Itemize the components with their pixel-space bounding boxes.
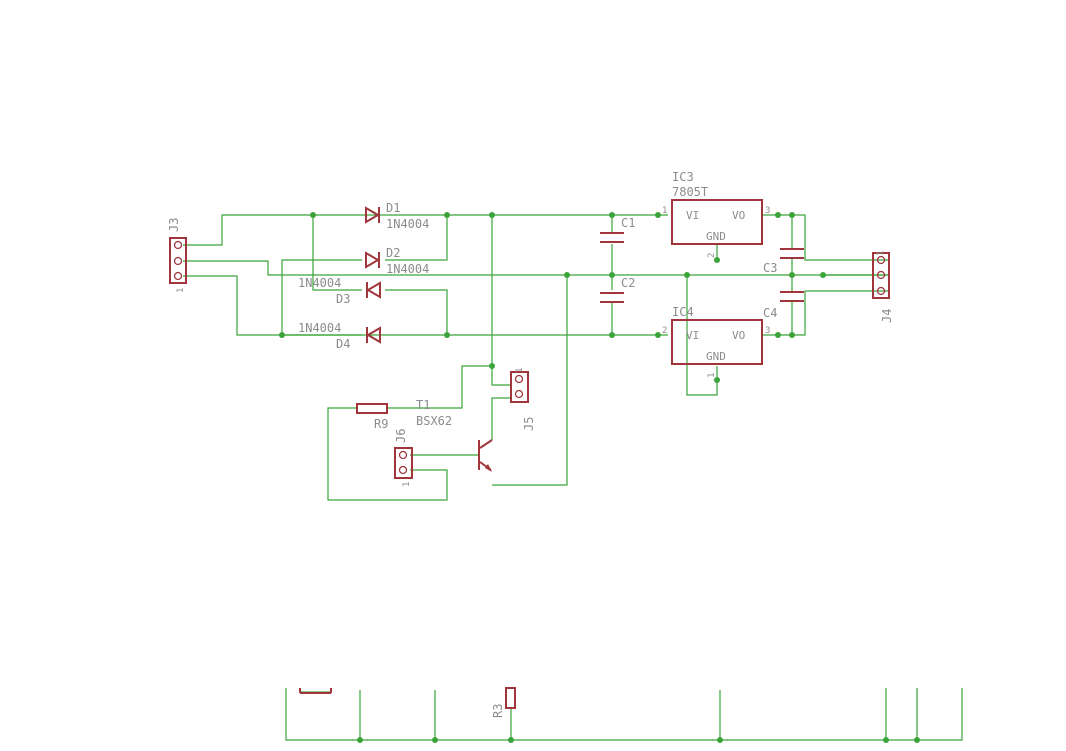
ic4-vi-label: VI <box>686 329 699 342</box>
ic4-pin1: 1 <box>707 373 717 378</box>
ic3-vi-label: VI <box>686 209 699 222</box>
partial-component-bottom-left <box>299 688 332 694</box>
d2-name: D2 <box>386 246 400 260</box>
resistor-r9[interactable]: R9 <box>356 403 388 431</box>
d4-name: D4 <box>336 337 350 351</box>
j3-name: J3 <box>167 218 181 232</box>
c1-name: C1 <box>621 216 635 230</box>
j5-name: J5 <box>522 417 536 431</box>
j6-pin1: 1 <box>402 482 412 487</box>
junctions <box>279 212 920 743</box>
resistor-r3[interactable]: R3 <box>491 687 516 718</box>
ic3-pin2: 2 <box>707 253 717 258</box>
capacitor-c1[interactable]: C1 <box>600 216 635 243</box>
diode-d2[interactable]: D2 1N4004 <box>365 246 429 276</box>
d3-name: D3 <box>336 292 350 306</box>
capacitor-c2[interactable]: C2 <box>600 276 635 303</box>
j6-name: J6 <box>394 429 408 443</box>
ic3-value: 7805T <box>672 185 708 199</box>
diode-d4[interactable]: 1N4004 D4 <box>298 321 381 351</box>
ic4-name: IC4 <box>672 305 694 319</box>
ic4-vo-label: VO <box>732 329 745 342</box>
j3-pin1: 1 <box>176 288 186 293</box>
d3-value: 1N4004 <box>298 276 341 290</box>
capacitor-c3[interactable]: C3 <box>763 248 804 275</box>
capacitor-c4[interactable]: C4 <box>763 291 804 320</box>
c3-name: C3 <box>763 261 777 275</box>
ic4-pin2: 2 <box>662 326 667 336</box>
t1-name: T1 <box>416 398 430 412</box>
ic4-pin3: 3 <box>765 326 770 336</box>
diode-d3[interactable]: 1N4004 D3 <box>298 276 381 306</box>
d4-value: 1N4004 <box>298 321 341 335</box>
regulator-ic4[interactable]: IC4 VI VO GND 2 3 1 <box>662 305 770 378</box>
connector-j6[interactable]: J6 1 <box>394 429 413 487</box>
diode-d1[interactable]: D1 1N4004 <box>365 201 429 231</box>
d1-name: D1 <box>386 201 400 215</box>
j4-pin1: 1 <box>876 251 886 256</box>
regulator-ic3[interactable]: IC3 7805T VI VO GND 1 3 2 <box>662 170 770 258</box>
connector-j5[interactable]: J5 1 <box>510 368 536 431</box>
d2-value: 1N4004 <box>386 262 429 276</box>
t1-value: BSX62 <box>416 414 452 428</box>
ic3-name: IC3 <box>672 170 694 184</box>
d1-value: 1N4004 <box>386 217 429 231</box>
wires <box>183 214 963 741</box>
c4-name: C4 <box>763 306 777 320</box>
ic3-vo-label: VO <box>732 209 745 222</box>
c2-name: C2 <box>621 276 635 290</box>
ic4-gnd-label: GND <box>706 350 726 363</box>
ic3-pin1: 1 <box>662 206 667 216</box>
j4-name: J4 <box>880 309 894 323</box>
connector-j3[interactable]: J3 1 <box>167 218 187 293</box>
transistor-t1[interactable]: T1 BSX62 <box>416 398 493 472</box>
ic3-gnd-label: GND <box>706 230 726 243</box>
connector-j4[interactable]: J4 1 <box>872 251 894 323</box>
r3-name: R3 <box>491 704 505 718</box>
ic3-pin3: 3 <box>765 206 770 216</box>
r9-name: R9 <box>374 417 388 431</box>
j5-pin1: 1 <box>515 368 525 373</box>
